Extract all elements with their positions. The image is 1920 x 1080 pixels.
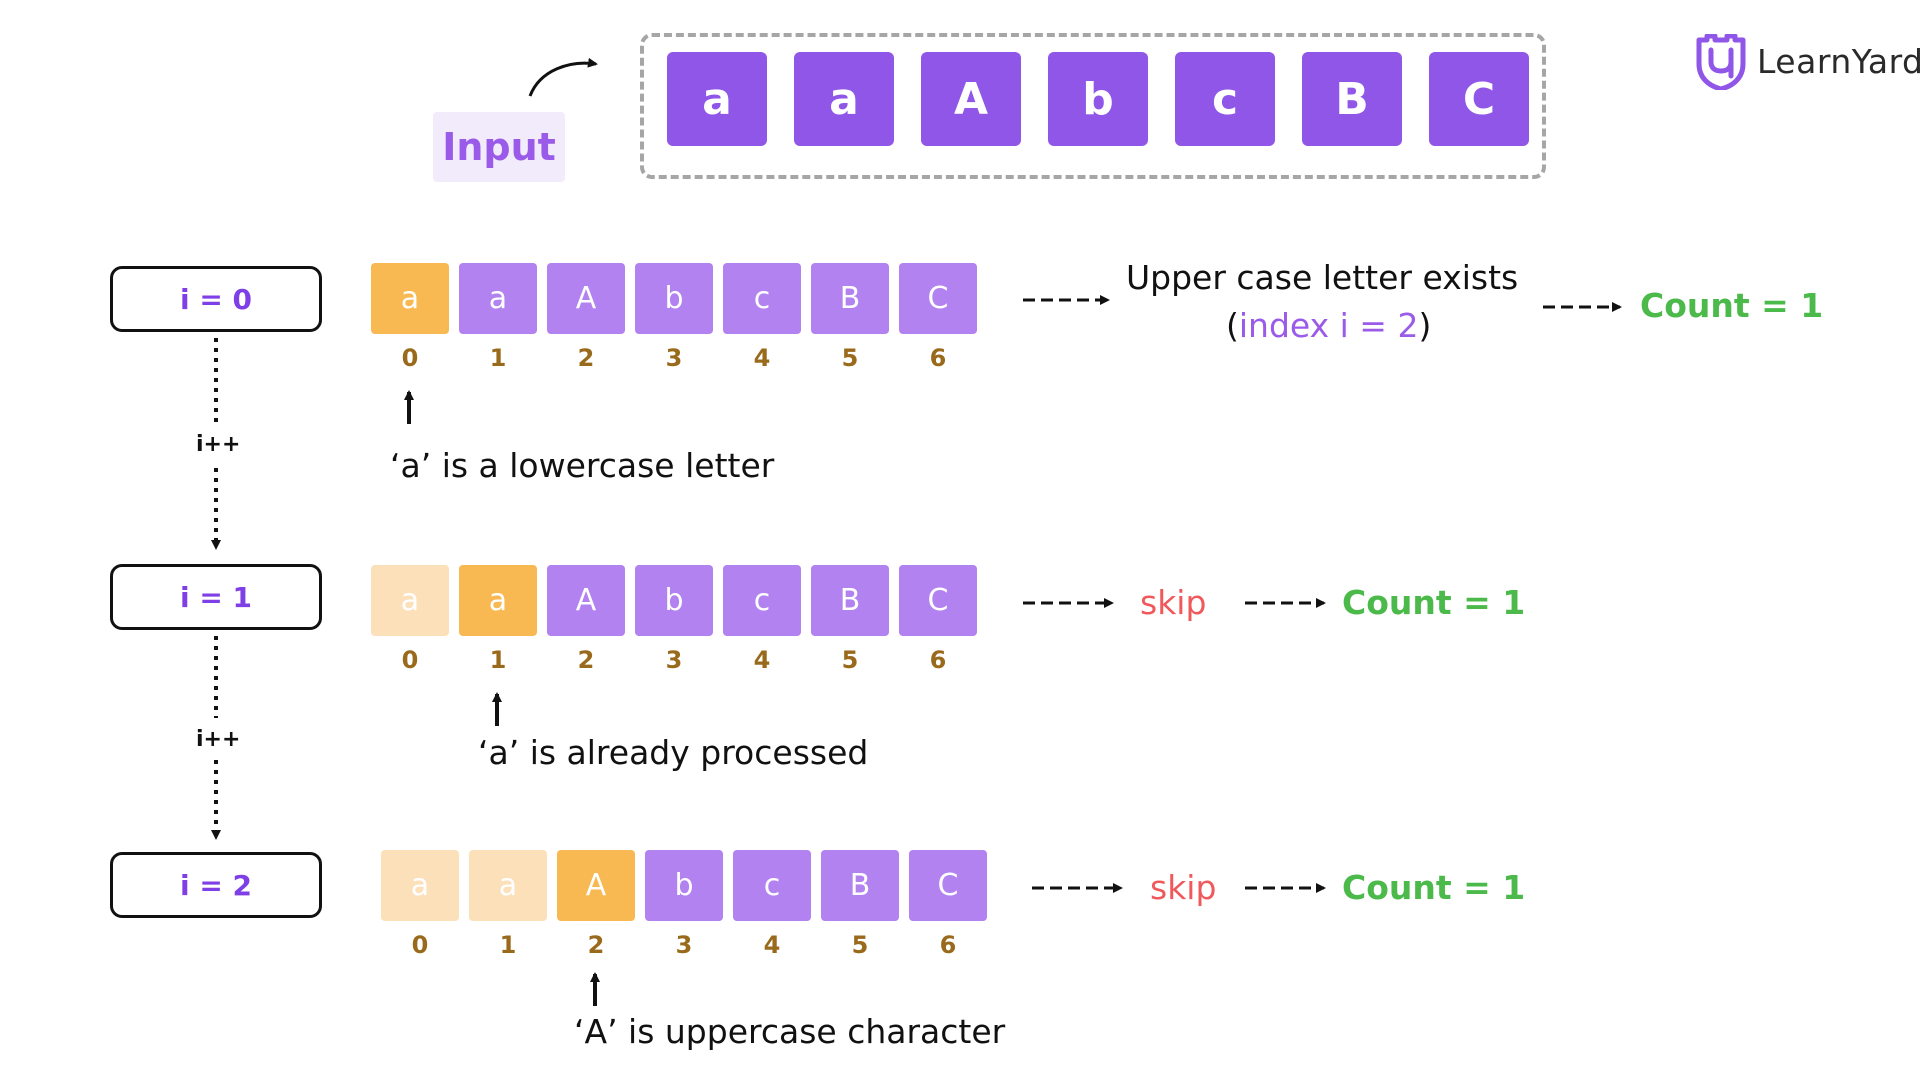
array-index: 0 [401, 646, 419, 674]
array-cell: C [899, 565, 977, 636]
count-label: Count = 1 [1342, 583, 1526, 622]
input-cell: C [1429, 52, 1529, 146]
step-box-i2: i = 2 [110, 852, 322, 918]
input-cell: a [794, 52, 894, 146]
array-index: 5 [851, 931, 869, 959]
array-cell: B [811, 263, 889, 334]
step-note: ‘a’ is already processed [478, 733, 869, 772]
count-label: Count = 1 [1342, 868, 1526, 907]
array-cell: b [645, 850, 723, 921]
array-cell: a [371, 565, 449, 636]
learnyard-logo: LearnYard [1695, 33, 1920, 92]
array-index: 3 [675, 931, 693, 959]
array-cell: c [723, 565, 801, 636]
input-curved-arrow [528, 57, 598, 97]
input-cell: B [1302, 52, 1402, 146]
step-box-i1: i = 1 [110, 564, 322, 630]
logo-text: LearnYard [1757, 42, 1920, 81]
array-cell: a [469, 850, 547, 921]
array-cell: A [547, 263, 625, 334]
array-index: 1 [489, 646, 507, 674]
array-cell: c [733, 850, 811, 921]
array-cell: b [635, 263, 713, 334]
step-note: ‘a’ is a lowercase letter [390, 446, 775, 485]
increment-label: i++ [196, 727, 241, 752]
array-cell: a [459, 263, 537, 334]
array-index: 6 [929, 646, 947, 674]
array-index: 6 [939, 931, 957, 959]
array-index: 4 [753, 646, 771, 674]
skip-label: skip [1140, 583, 1207, 622]
skip-label: skip [1150, 868, 1217, 907]
learnyard-shield-icon [1696, 33, 1746, 92]
step-box-i0: i = 0 [110, 266, 322, 332]
count-label: Count = 1 [1640, 286, 1824, 325]
array-cell: A [557, 850, 635, 921]
array-index: 0 [401, 344, 419, 372]
result-subtext: (index i = 2) [1226, 306, 1432, 345]
array-index: 1 [489, 344, 507, 372]
array-index: 6 [929, 344, 947, 372]
array-cell: a [459, 565, 537, 636]
input-cell: a [667, 52, 767, 146]
array-cell: B [811, 565, 889, 636]
result-text: Upper case letter exists [1126, 258, 1519, 297]
input-label: Input [433, 112, 565, 182]
array-index: 3 [665, 344, 683, 372]
step-note: ‘A’ is uppercase character [574, 1012, 1006, 1051]
array-cell: C [909, 850, 987, 921]
array-index: 3 [665, 646, 683, 674]
array-cell: a [381, 850, 459, 921]
array-index: 5 [841, 646, 859, 674]
array-index: 4 [753, 344, 771, 372]
array-cell: C [899, 263, 977, 334]
array-index: 2 [577, 344, 595, 372]
array-index: 2 [577, 646, 595, 674]
array-cell: A [547, 565, 625, 636]
array-cell: c [723, 263, 801, 334]
array-cell: b [635, 565, 713, 636]
input-cell: A [921, 52, 1021, 146]
array-index: 4 [763, 931, 781, 959]
array-index: 0 [411, 931, 429, 959]
array-cell: a [371, 263, 449, 334]
input-array-box: a a A b c B C [640, 33, 1546, 179]
array-index: 2 [587, 931, 605, 959]
increment-label: i++ [196, 432, 241, 457]
array-index: 5 [841, 344, 859, 372]
array-index: 1 [499, 931, 517, 959]
input-cell: c [1175, 52, 1275, 146]
array-cell: B [821, 850, 899, 921]
input-cell: b [1048, 52, 1148, 146]
